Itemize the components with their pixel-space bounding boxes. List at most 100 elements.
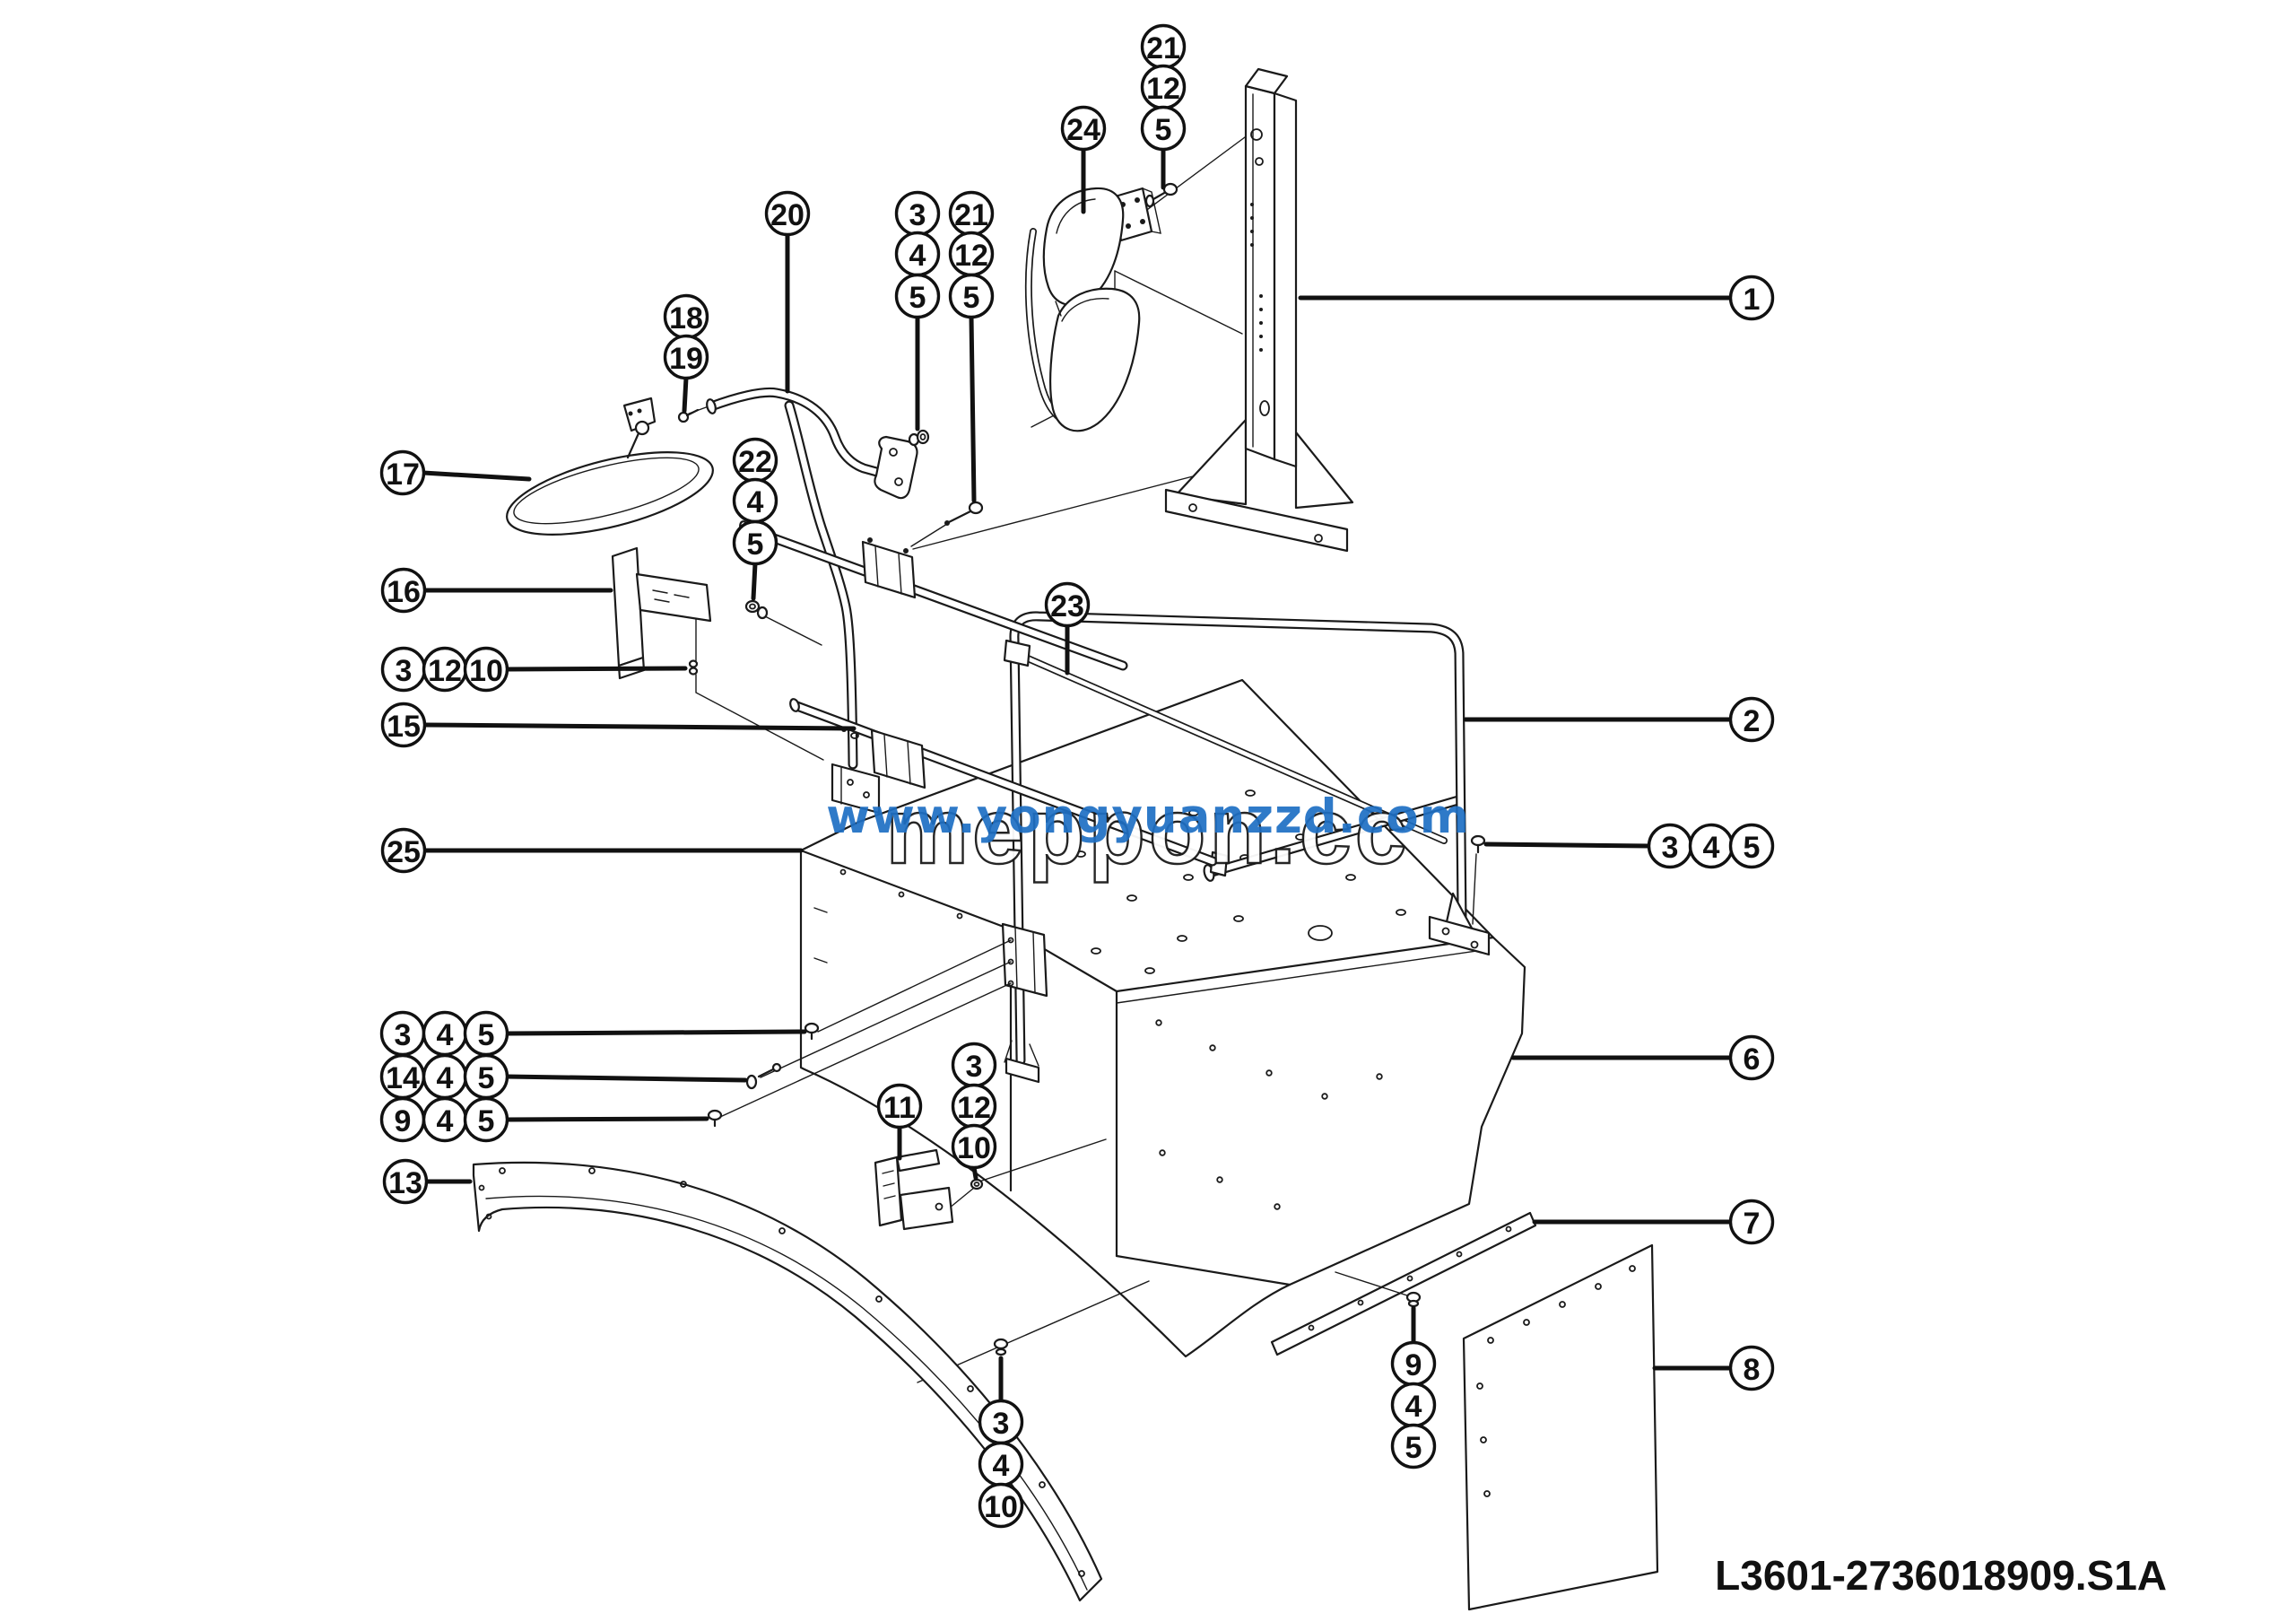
part-mud-flap <box>1462 1243 1659 1611</box>
balloon-number: 21 <box>1146 31 1180 65</box>
balloon-number: 10 <box>469 654 503 688</box>
screw-washer-icon <box>745 1062 782 1090</box>
balloon-circle <box>1728 823 1775 869</box>
flange-nut-icon <box>1405 1291 1422 1308</box>
callout-balloon-5: 5 <box>463 1053 509 1100</box>
callout-balloon-12: 12 <box>951 1083 997 1129</box>
callout-balloon-3: 3 <box>379 1010 426 1057</box>
balloon-circle <box>380 827 427 874</box>
watermark-blue-text: www.yongyuanzzd.com <box>826 789 1470 844</box>
callout-balloon-5: 5 <box>1390 1423 1437 1469</box>
callout-balloon-25: 25 <box>380 827 427 874</box>
part-mounting-post <box>1164 67 1354 553</box>
callout-balloon-23: 23 <box>1044 581 1091 628</box>
balloon-circle <box>948 273 995 319</box>
balloon-circle <box>1728 275 1775 321</box>
callout-balloon-9: 9 <box>1390 1340 1437 1387</box>
balloon-number: 5 <box>478 1104 495 1138</box>
side-panel-holes <box>1155 1019 1383 1210</box>
balloon-circle <box>380 567 427 614</box>
balloon-number: 5 <box>909 281 926 315</box>
leader-line-10 <box>504 666 688 672</box>
callout-balloon-4: 4 <box>978 1441 1024 1487</box>
balloon-circle <box>1728 1345 1775 1391</box>
balloon-number: 9 <box>395 1104 412 1138</box>
balloon-circle <box>1044 581 1091 628</box>
bolt-washer-icon <box>1144 182 1178 208</box>
balloon-number: 9 <box>1405 1348 1422 1382</box>
callout-balloon-21: 21 <box>948 190 995 237</box>
balloon-number: 10 <box>957 1131 991 1165</box>
balloon-number: 18 <box>669 301 703 336</box>
callout-balloon-22: 22 <box>732 437 778 484</box>
balloon-circle <box>382 1158 429 1205</box>
drawing-code: L3601-2736018909.S1A <box>1715 1552 2167 1599</box>
callout-balloon-4: 4 <box>422 1010 468 1057</box>
callout-balloon-4: 4 <box>894 231 941 277</box>
balloon-circle <box>876 1083 923 1129</box>
balloon-number: 15 <box>387 710 421 744</box>
callout-balloon-16: 16 <box>380 567 427 614</box>
balloon-circle <box>463 1096 509 1143</box>
callout-balloon-10: 10 <box>951 1123 997 1170</box>
balloon-number: 5 <box>747 528 764 562</box>
callout-balloon-14: 14 <box>379 1053 426 1100</box>
leader-line-3 <box>1483 842 1652 849</box>
callout-balloon-4: 4 <box>1390 1382 1437 1428</box>
callout-balloon-10: 10 <box>978 1482 1024 1529</box>
callout-balloon-3: 3 <box>894 190 941 237</box>
leader-line-5 <box>504 1074 748 1083</box>
balloon-number: 3 <box>993 1407 1010 1441</box>
balloon-number: 22 <box>738 445 772 479</box>
callout-balloon-10: 10 <box>463 646 509 693</box>
left-panel-details <box>813 868 963 964</box>
callout-balloon-3: 3 <box>951 1042 997 1088</box>
balloon-number: 4 <box>437 1104 454 1138</box>
callout-balloon-18: 18 <box>663 293 709 340</box>
callout-balloon-19: 19 <box>663 334 709 380</box>
leader-line-5 <box>504 1116 709 1122</box>
balloon-number: 11 <box>883 1091 916 1125</box>
balloon-number: 12 <box>1146 72 1180 106</box>
balloon-number: 5 <box>1155 113 1172 147</box>
balloon-number: 20 <box>770 198 804 232</box>
balloon-number: 4 <box>1405 1390 1422 1424</box>
balloon-circle <box>951 1123 997 1170</box>
balloon-number: 7 <box>1744 1207 1761 1241</box>
callout-balloon-20: 20 <box>764 190 811 237</box>
balloon-number: 10 <box>984 1490 1018 1524</box>
callout-balloon-13: 13 <box>382 1158 429 1205</box>
leader-line-15 <box>422 722 857 731</box>
balloon-number: 12 <box>428 654 462 688</box>
leader-line-19 <box>682 375 689 414</box>
balloon-circle <box>732 519 778 566</box>
callout-balloon-12: 12 <box>1140 64 1187 110</box>
part-fender <box>472 1161 1103 1602</box>
balloon-number: 4 <box>437 1018 454 1052</box>
balloon-number: 13 <box>388 1166 422 1200</box>
flange-bolt-icon <box>1470 834 1486 854</box>
balloon-number: 8 <box>1744 1353 1761 1387</box>
callout-balloon-11: 11 <box>876 1083 923 1129</box>
balloon-number: 1 <box>1744 283 1761 317</box>
callout-balloon-5: 5 <box>463 1010 509 1057</box>
balloon-number: 3 <box>909 198 926 232</box>
callout-balloon-17: 17 <box>379 449 426 496</box>
callout-balloon-3: 3 <box>1647 823 1693 869</box>
balloon-number: 12 <box>954 239 988 273</box>
screw-icon <box>677 408 700 423</box>
callout-balloon-24: 24 <box>1060 105 1107 152</box>
callout-balloon-5: 5 <box>463 1096 509 1143</box>
balloon-number: 19 <box>669 342 703 376</box>
balloon-number: 3 <box>966 1050 983 1084</box>
balloon-circle <box>978 1482 1024 1529</box>
balloon-number: 4 <box>747 485 764 519</box>
balloon-number: 5 <box>963 281 980 315</box>
long-bolt-icon <box>944 501 984 526</box>
callout-balloon-7: 7 <box>1728 1199 1775 1245</box>
balloon-circle <box>894 273 941 319</box>
nut-washer-icon <box>908 429 930 447</box>
callout-leader-lines <box>421 146 1733 1404</box>
balloon-number: 4 <box>909 239 926 273</box>
